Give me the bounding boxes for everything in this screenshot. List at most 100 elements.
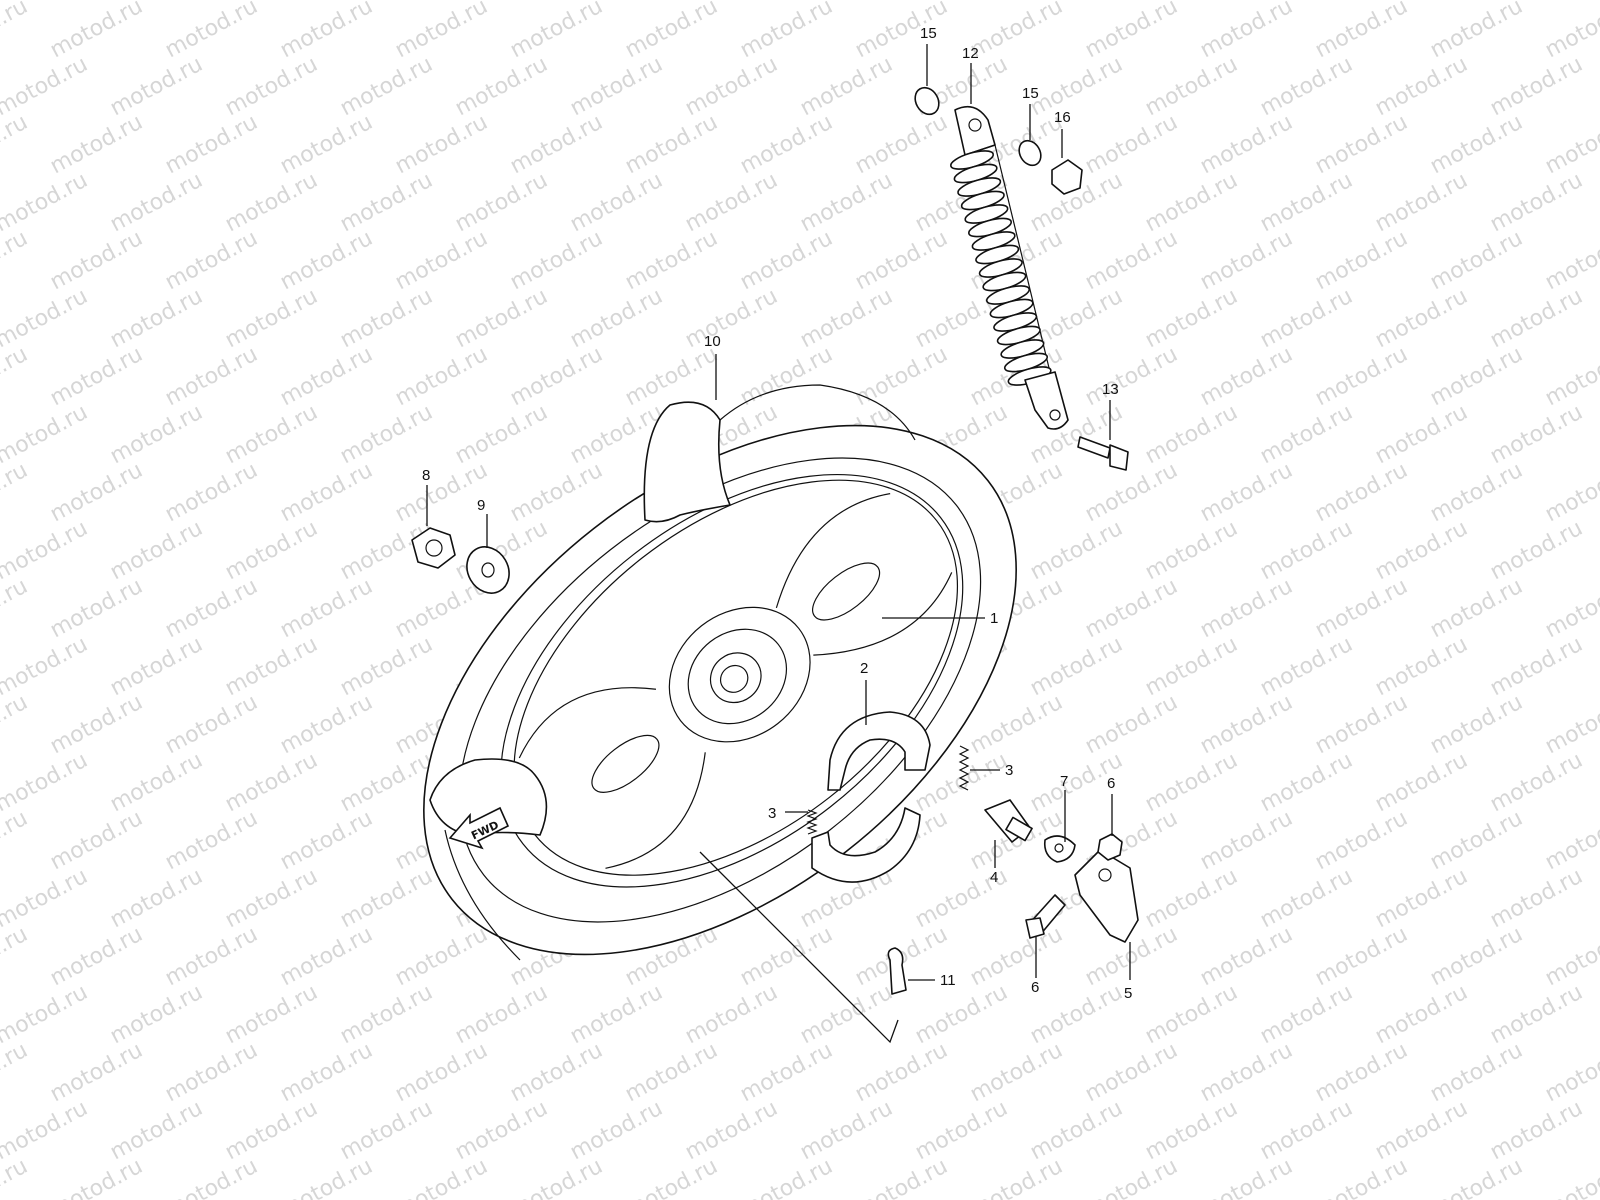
watermark-text: motod.ru (796, 168, 897, 237)
watermark-text: motod.ru (1426, 110, 1527, 179)
watermark-text: motod.ru (1026, 1096, 1127, 1165)
watermark-text: motod.ru (621, 342, 722, 411)
watermark-text: motod.ru (276, 342, 377, 411)
watermark-text: motod.ru (1541, 690, 1600, 759)
watermark-text: motod.ru (1196, 690, 1297, 759)
watermark-text: motod.ru (566, 1096, 667, 1165)
watermark-text: motod.ru (1081, 1154, 1182, 1200)
watermark-text: motod.ru (336, 284, 437, 353)
shock-washer-right (1018, 139, 1042, 167)
watermark-text: motod.ru (0, 1096, 92, 1165)
watermark-text: motod.ru (1541, 110, 1600, 179)
callout-15: 15 (920, 25, 937, 42)
watermark-text: motod.ru (1026, 980, 1127, 1049)
watermark-text: motod.ru (0, 922, 32, 991)
brake-cam-lever (1074, 849, 1139, 943)
watermark-text: motod.ru (46, 690, 147, 759)
watermark-text: motod.ru (0, 632, 92, 701)
watermark-text: motod.ru (966, 1038, 1067, 1107)
watermark-text: motod.ru (106, 864, 207, 933)
watermark-text: motod.ru (1256, 632, 1357, 701)
watermark-text: motod.ru (736, 0, 837, 63)
watermark-text: motod.ru (451, 1096, 552, 1165)
watermark-text: motod.ru (621, 226, 722, 295)
watermark-text: motod.ru (966, 922, 1067, 991)
watermark-text: motod.ru (1426, 574, 1527, 643)
watermark-text: motod.ru (46, 1154, 147, 1200)
watermark-text: motod.ru (0, 864, 92, 933)
watermark-text: motod.ru (336, 864, 437, 933)
watermark-text: motod.ru (966, 690, 1067, 759)
watermark-text: motod.ru (161, 458, 262, 527)
watermark-text: motod.ru (336, 980, 437, 1049)
watermark-text: motod.ru (106, 980, 207, 1049)
watermark-text: motod.ru (276, 574, 377, 643)
watermark-text: motod.ru (46, 110, 147, 179)
watermark-text: motod.ru (0, 342, 32, 411)
watermark-text: motod.ru (161, 574, 262, 643)
watermark-text: motod.ru (161, 806, 262, 875)
watermark-text: motod.ru (506, 342, 607, 411)
watermark-text: motod.ru (1081, 458, 1182, 527)
brake-spring-upper (958, 745, 970, 791)
watermark-text: motod.ru (736, 342, 837, 411)
watermark-text: motod.ru (221, 748, 322, 817)
watermark-text: motod.ru (1541, 922, 1600, 991)
watermark-text: motod.ru (1026, 52, 1127, 121)
watermark-text: motod.ru (1426, 690, 1527, 759)
lever-bolt (1025, 894, 1066, 939)
watermark-text: motod.ru (336, 632, 437, 701)
wear-indicator-plate (1043, 835, 1076, 863)
watermark-text: motod.ru (276, 226, 377, 295)
watermark-text: motod.ru (106, 1096, 207, 1165)
callout-12: 11 (940, 972, 956, 989)
watermark-text: motod.ru (161, 1154, 262, 1200)
watermark-text: motod.ru (1196, 0, 1297, 63)
watermark-text: motod.ru (336, 168, 437, 237)
watermark-text: motod.ru (1486, 516, 1587, 585)
watermark-text: motod.ru (46, 806, 147, 875)
watermark-text: motod.ru (221, 284, 322, 353)
watermark-text: motod.ru (1026, 632, 1127, 701)
watermark-text: motod.ru (1541, 342, 1600, 411)
watermark-text: motod.ru (736, 226, 837, 295)
watermark-text: motod.ru (911, 980, 1012, 1049)
watermark-text: motod.ru (106, 748, 207, 817)
watermark-text: motod.ru (1256, 284, 1357, 353)
watermark-text: motod.ru (1426, 922, 1527, 991)
watermark-text: motod.ru (566, 284, 667, 353)
watermark-text: motod.ru (46, 342, 147, 411)
watermark-text: motod.ru (451, 52, 552, 121)
watermark-text: motod.ru (106, 516, 207, 585)
watermark-text: motod.ru (1426, 342, 1527, 411)
watermark-text: motod.ru (851, 1038, 952, 1107)
watermark-text: motod.ru (1311, 1038, 1412, 1107)
watermark-text: motod.ru (451, 400, 552, 469)
brake-shoe-lower (811, 807, 921, 883)
watermark-text: motod.ru (391, 342, 492, 411)
watermark-text: motod.ru (1141, 632, 1242, 701)
watermark-text: motod.ru (1256, 400, 1357, 469)
watermark-text: motod.ru (1196, 922, 1297, 991)
watermark-text: motod.ru (851, 0, 952, 63)
watermark-text: motod.ru (221, 632, 322, 701)
watermark-text: motod.ru (1256, 864, 1357, 933)
watermark-text: motod.ru (1486, 52, 1587, 121)
brake-shoe-set (811, 711, 931, 883)
watermark-text: motod.ru (1141, 284, 1242, 353)
watermark-text: motod.ru (451, 168, 552, 237)
axle-nut (411, 527, 456, 569)
watermark-text: motod.ru (851, 1154, 952, 1200)
watermark-text: motod.ru (1196, 342, 1297, 411)
watermark-text: motod.ru (1141, 400, 1242, 469)
watermark-text: motod.ru (161, 342, 262, 411)
watermark-text: motod.ru (106, 284, 207, 353)
watermark-text: motod.ru (566, 168, 667, 237)
watermark-text: motod.ru (391, 922, 492, 991)
shock-bolt (1077, 436, 1129, 471)
watermark-text: motod.ru (1426, 1154, 1527, 1200)
watermark-text: motod.ru (1196, 806, 1297, 875)
watermark-text: motod.ru (681, 1096, 782, 1165)
watermark-text: motod.ru (966, 1154, 1067, 1200)
